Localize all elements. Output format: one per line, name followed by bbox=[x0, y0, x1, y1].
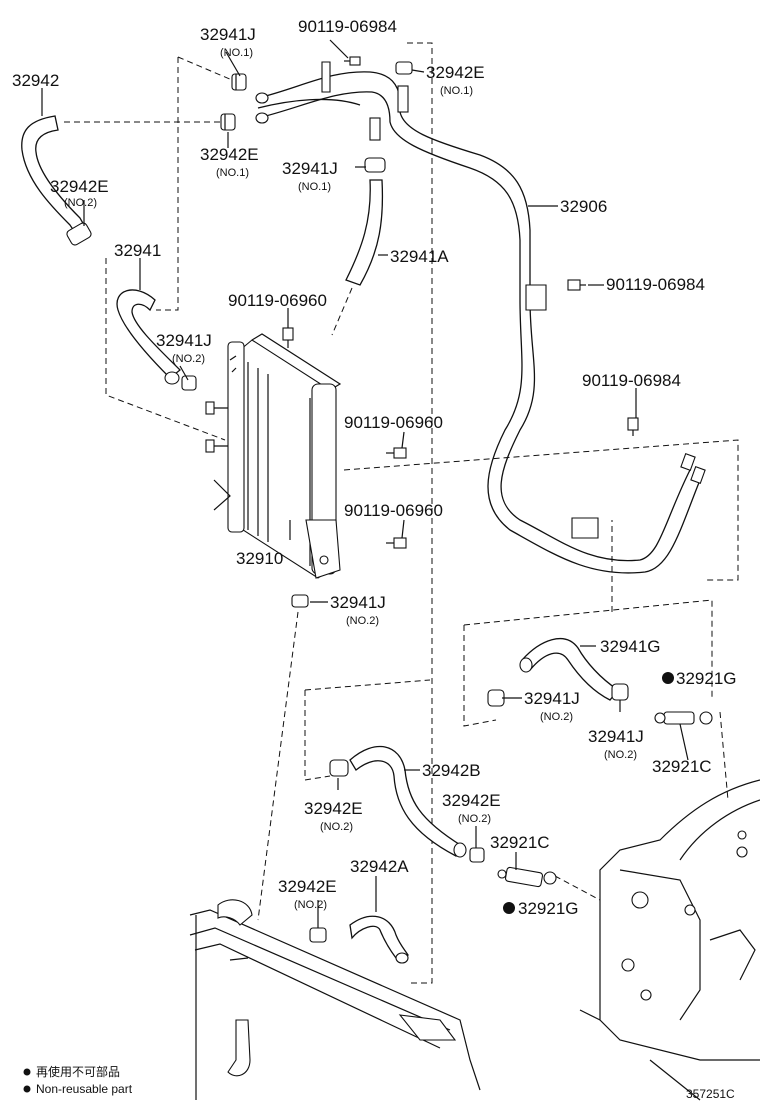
hose-32941A bbox=[345, 157, 386, 286]
label-32941J-low: 32941J bbox=[330, 593, 386, 612]
label-32942A: 32942A bbox=[350, 857, 409, 876]
label-32942E-mid: 32942E bbox=[304, 799, 363, 818]
fitting-32921C-mid bbox=[497, 866, 557, 888]
clip-32942E-top-right bbox=[395, 61, 413, 75]
label-32942: 32942 bbox=[12, 71, 59, 90]
bolt-90119-06960-a bbox=[282, 327, 294, 348]
label-32942E-left-sub: (NO.2) bbox=[64, 197, 97, 209]
label-32941J-top-sub: (NO.1) bbox=[220, 47, 253, 59]
clip-32941J-low bbox=[291, 594, 309, 608]
legend-bullet-zh bbox=[23, 1068, 31, 1076]
label-32942E-mid2-sub: (NO.2) bbox=[458, 813, 491, 825]
label-32921G-top: 32921G bbox=[676, 669, 737, 688]
legend-text-en: Non-reusable part bbox=[36, 1082, 133, 1096]
legend: 再使用不可部品 Non-reusable part bbox=[23, 1064, 133, 1096]
label-32941J-r2: 32941J bbox=[588, 727, 644, 746]
label-32921C-right: 32921C bbox=[652, 757, 712, 776]
label-90119-06984-top: 90119-06984 bbox=[298, 17, 397, 36]
label-32941J-left-sub: (NO.2) bbox=[172, 353, 205, 365]
label-32941J-top: 32941J bbox=[200, 25, 256, 44]
label-32942B: 32942B bbox=[422, 761, 481, 780]
hose-32942A bbox=[309, 915, 410, 964]
label-90119-06960-a: 90119-06960 bbox=[228, 291, 327, 310]
bolt-90119-06984-r1 bbox=[567, 279, 586, 291]
non-reusable-marker-bottom bbox=[503, 902, 515, 914]
label-32941A: 32941A bbox=[390, 247, 449, 266]
label-32942E-top-left: 32942E bbox=[200, 145, 259, 164]
label-90119-06960-c: 90119-06960 bbox=[344, 501, 443, 520]
label-32942E-top-right: 32942E bbox=[426, 63, 485, 82]
label-32941J-mid: 32941J bbox=[282, 159, 338, 178]
label-32941J-mid-sub: (NO.1) bbox=[298, 181, 331, 193]
bolt-90119-06984-r2 bbox=[627, 417, 639, 436]
label-32942E-mid-sub: (NO.2) bbox=[320, 821, 353, 833]
diagram-code: 357251C bbox=[686, 1087, 735, 1101]
label-90119-06984-r2: 90119-06984 bbox=[582, 371, 681, 390]
label-90119-06984-r1: 90119-06984 bbox=[606, 275, 705, 294]
transmission-housing bbox=[579, 779, 760, 1101]
legend-text-zh: 再使用不可部品 bbox=[36, 1064, 120, 1079]
hose-32941G bbox=[487, 638, 713, 725]
label-32941J-r2-sub: (NO.2) bbox=[604, 749, 637, 761]
label-32921C-mid: 32921C bbox=[490, 833, 550, 852]
hose-32941 bbox=[116, 289, 197, 391]
label-32941J-left: 32941J bbox=[156, 331, 212, 350]
hose-32942B bbox=[329, 745, 485, 863]
legend-bullet-en bbox=[23, 1085, 31, 1093]
label-32941J-low-sub: (NO.2) bbox=[346, 615, 379, 627]
label-32941J-r1: 32941J bbox=[524, 689, 580, 708]
hose-32942 bbox=[21, 115, 92, 246]
bolt-90119-06960-c bbox=[386, 537, 407, 549]
label-32910: 32910 bbox=[236, 549, 283, 568]
label-32921G-bottom: 32921G bbox=[518, 899, 579, 918]
oil-cooler-tube-32906 bbox=[255, 61, 706, 574]
label-32942E-bottom-sub: (NO.2) bbox=[294, 899, 327, 911]
label-90119-06960-b: 90119-06960 bbox=[344, 413, 443, 432]
label-32941G: 32941G bbox=[600, 637, 661, 656]
oil-cooler-32910 bbox=[205, 333, 342, 579]
clip-32941J-top bbox=[231, 73, 247, 91]
label-32941J-r1-sub: (NO.2) bbox=[540, 711, 573, 723]
label-32942E-left: 32942E bbox=[50, 177, 109, 196]
label-32942E-top-left-sub: (NO.1) bbox=[216, 167, 249, 179]
label-32942E-top-right-sub: (NO.1) bbox=[440, 85, 473, 97]
bolt-90119-06984-top bbox=[344, 56, 361, 66]
part-labels: 32942 32941J (NO.1) 90119-06984 32942E (… bbox=[12, 17, 737, 918]
label-32942E-bottom: 32942E bbox=[278, 877, 337, 896]
leader-lines bbox=[41, 39, 689, 928]
non-reusable-marker-top bbox=[662, 672, 674, 684]
label-32942E-mid2: 32942E bbox=[442, 791, 501, 810]
label-32941: 32941 bbox=[114, 241, 161, 260]
bolt-90119-06960-b bbox=[386, 447, 407, 459]
label-32906: 32906 bbox=[560, 197, 607, 216]
clip-32942E-top-left bbox=[220, 113, 236, 131]
dashed-guides bbox=[64, 42, 739, 984]
radiator bbox=[189, 899, 481, 1100]
